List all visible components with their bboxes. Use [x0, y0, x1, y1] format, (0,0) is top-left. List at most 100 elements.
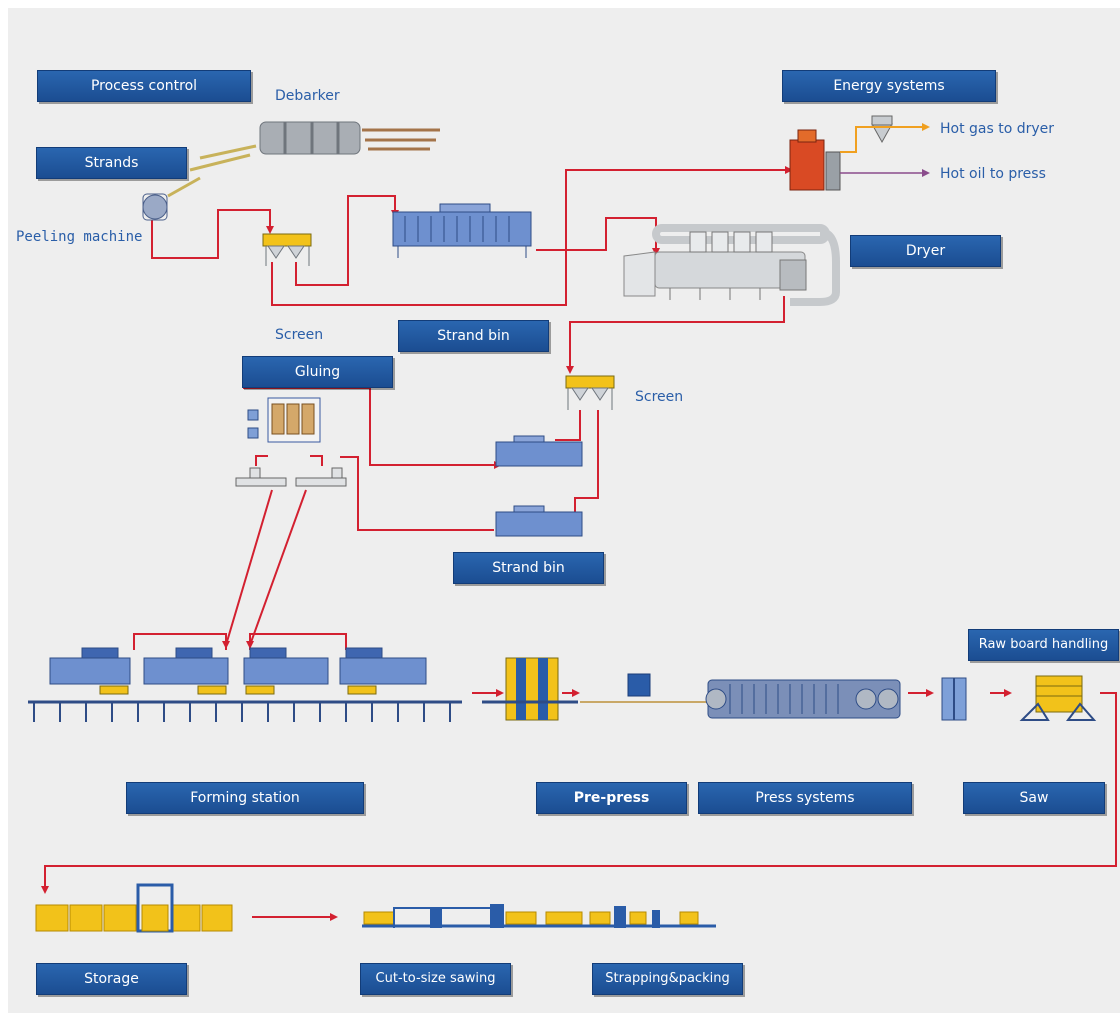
flow-dryer-to-screen — [569, 296, 785, 368]
bin-body — [495, 441, 583, 467]
forming-head-3 — [243, 647, 329, 695]
screen-deck — [262, 233, 312, 247]
forming-line — [28, 647, 462, 722]
arrow-head — [566, 366, 574, 374]
blender-1-top — [249, 467, 261, 479]
peeling-machine-unit — [142, 176, 201, 221]
hot-gas-line — [840, 126, 926, 153]
stack — [103, 904, 137, 932]
label-pre-press: Pre-press — [536, 782, 687, 814]
storage-area — [35, 883, 233, 933]
screen-unit-2 — [565, 375, 615, 410]
arrow-head — [266, 226, 274, 234]
label-dryer: Dryer — [850, 235, 1001, 267]
dryer-cyclone — [755, 231, 773, 253]
glue-tank — [286, 403, 300, 435]
conveyor-top — [439, 203, 491, 213]
label-screen-lower: Screen — [635, 389, 684, 405]
label-saw: Saw — [963, 782, 1105, 814]
exchanger — [825, 151, 841, 191]
strand-bin-conveyor-1 — [392, 203, 532, 258]
arrow-head — [1004, 689, 1012, 697]
background-panel — [8, 8, 1120, 1013]
label-storage: Storage — [36, 963, 187, 995]
handler-base — [1019, 702, 1050, 721]
flow-gluing-loop — [243, 387, 494, 466]
dryer-cyclone — [711, 231, 729, 253]
former-top — [345, 647, 383, 659]
arrow-head — [785, 166, 793, 174]
glue-dosing — [247, 409, 259, 421]
log — [189, 153, 251, 172]
arrow-head — [330, 913, 338, 921]
arrow-head — [496, 689, 504, 697]
blender-2 — [295, 477, 347, 487]
screen-hopper — [267, 245, 285, 259]
conveyor-body — [392, 211, 532, 247]
arrow-head — [222, 641, 230, 649]
blender-2-top — [331, 467, 343, 479]
debarker-drum — [189, 121, 440, 172]
press-drum — [705, 688, 727, 710]
screen-deck — [565, 375, 615, 389]
press-drum — [877, 688, 899, 710]
sawing-module — [490, 904, 504, 928]
arrow-head — [246, 641, 254, 649]
flow-lines — [44, 169, 1117, 918]
label-hot-oil-to-press: Hot oil to press — [940, 166, 1046, 182]
bin-top — [513, 435, 545, 443]
label-strapping-packing: Strapping&packing — [592, 963, 743, 995]
label-press-systems: Press systems — [698, 782, 912, 814]
raw-board-handler — [1019, 675, 1097, 721]
label-cut-to-size-sawing: Cut-to-size sawing — [360, 963, 511, 995]
energy-plant — [789, 115, 930, 191]
forming-belt-legs — [33, 702, 451, 722]
label-raw-board-handling: Raw board handling — [968, 629, 1119, 661]
arrow-head — [926, 689, 934, 697]
sawing-stack — [545, 911, 583, 925]
furnace — [789, 139, 825, 191]
bin-top — [513, 505, 545, 513]
press-feeder — [627, 673, 651, 697]
former-top — [249, 647, 287, 659]
conveyor-ribs — [404, 216, 510, 242]
dryer-outlet — [779, 259, 807, 291]
hot-gas-arrow — [922, 123, 930, 131]
former-body — [49, 657, 131, 685]
flow-blender1-to-forming — [225, 489, 273, 646]
screen-hopper — [287, 245, 305, 259]
handler-base — [1066, 702, 1097, 721]
former-body — [143, 657, 229, 685]
strand-bin-conveyor-2 — [495, 435, 583, 467]
label-process-control: Process control — [37, 70, 251, 102]
forming-head-4 — [339, 647, 427, 695]
glue-tank — [301, 403, 315, 435]
stack — [171, 904, 201, 932]
stack — [35, 904, 69, 932]
label-strand-bin-upper: Strand bin — [398, 320, 549, 352]
furnace-top — [797, 129, 817, 143]
former-mat — [99, 685, 129, 695]
former-top — [81, 647, 119, 659]
dryer-cyclone — [733, 231, 751, 253]
bin-body — [495, 511, 583, 537]
flow-screen-to-conveyor — [295, 195, 396, 286]
packing-module — [614, 906, 626, 928]
glue-tank — [271, 403, 285, 435]
peeler-body — [142, 194, 168, 220]
sawing-stack — [505, 911, 537, 925]
flow-return-loop — [44, 692, 1117, 890]
screen-unit-1 — [262, 233, 312, 266]
sawing-stack — [679, 911, 699, 925]
sawing-stack — [363, 911, 395, 925]
label-strands: Strands — [36, 147, 187, 179]
label-gluing: Gluing — [242, 356, 393, 388]
label-energy-systems: Energy systems — [782, 70, 996, 102]
former-mat — [245, 685, 275, 695]
press-platens — [729, 684, 839, 714]
stack — [141, 904, 169, 932]
flow-screen-to-energy — [271, 169, 785, 306]
peeler-base — [142, 193, 168, 221]
arrow-head — [652, 248, 660, 256]
dryer-unit — [623, 224, 840, 306]
